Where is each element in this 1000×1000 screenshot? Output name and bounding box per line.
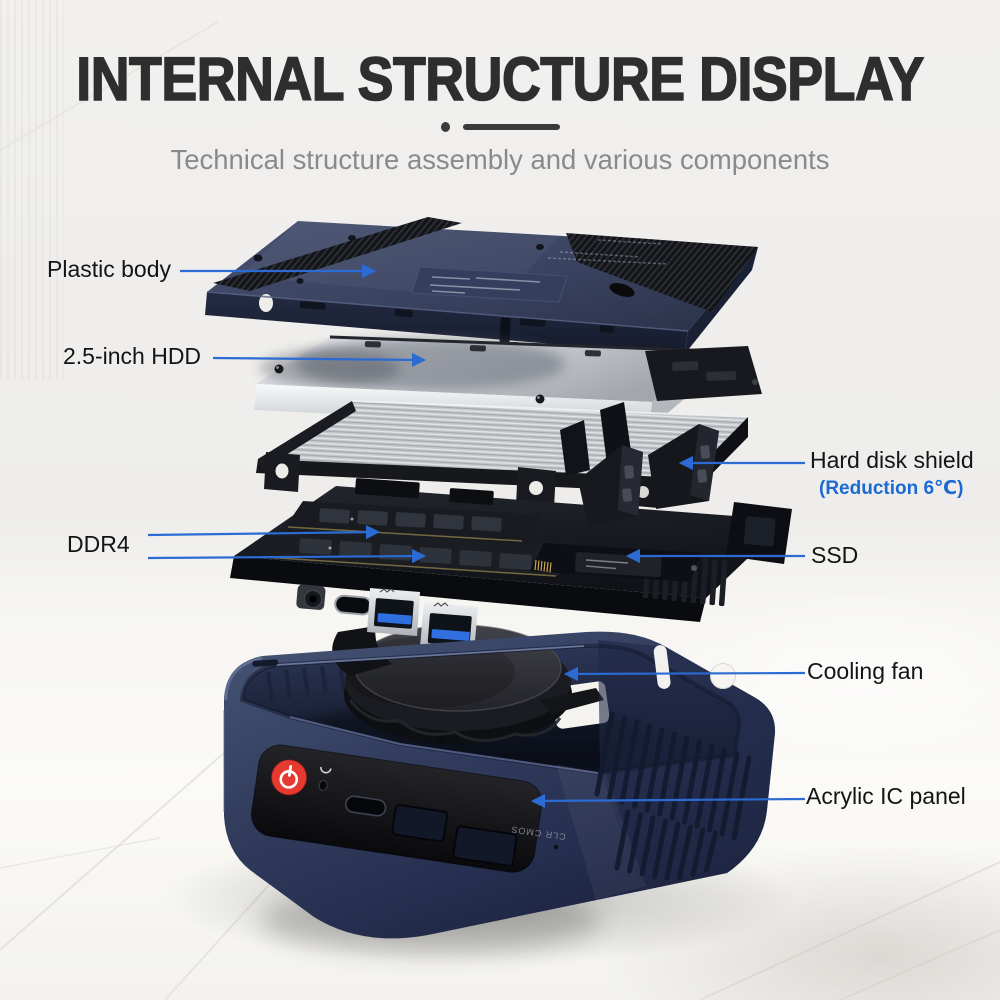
divider-dot-icon — [440, 122, 450, 132]
power-button — [271, 759, 308, 796]
mic-hole — [318, 766, 332, 792]
cover-print-lines — [429, 276, 541, 294]
usb-c-port-board — [334, 594, 373, 616]
leader-line-hdd — [212, 352, 427, 368]
leader-line-ddr4-a — [147, 525, 381, 540]
callout-acrylic-ic-panel: Acrylic IC panel — [806, 783, 966, 809]
cover-rim-notches — [299, 301, 614, 333]
usb-a-port-panel-1 — [391, 804, 449, 843]
ssd-gold-contacts — [534, 559, 552, 573]
title-divider — [0, 122, 1000, 132]
callout-hdd: 2.5-inch HDD — [63, 343, 202, 369]
callout-ddr4: DDR4 — [67, 531, 130, 557]
usb-a-port-board-2 — [420, 602, 478, 652]
top-cover — [205, 217, 758, 355]
side-vent-slats — [594, 711, 752, 881]
cover-grip-strip-left — [213, 217, 462, 291]
leader-line-acrylic-panel — [530, 793, 806, 809]
interior-vent-shadows — [266, 663, 346, 701]
callout-ssd: SSD — [811, 542, 859, 568]
rear-slot-cutout — [653, 645, 671, 689]
callout-plastic-body: Plastic body — [47, 256, 172, 282]
wall-texture — [0, 0, 64, 380]
callout-cooling-fan: Cooling fan — [807, 658, 924, 684]
front-panel — [250, 744, 543, 873]
hdd-tray-bracket — [645, 346, 762, 401]
cover-fine-print — [547, 239, 669, 265]
divider-bar-icon — [462, 124, 560, 130]
fan-blades-edge — [348, 699, 562, 743]
usb-a-port-panel-2 — [452, 825, 518, 867]
bottom-case: CLR CMOS — [223, 631, 776, 939]
leader-line-cooling-fan — [563, 666, 806, 682]
page-title: INTERNAL STRUCTURE DISPLAY — [76, 44, 925, 114]
usb-a-port-board-1 — [367, 588, 420, 636]
leader-line-ddr4-b — [147, 548, 427, 564]
hdd-clips — [364, 341, 601, 357]
front-io-ports — [296, 584, 478, 652]
callout-hard-disk-shield-note: (Reduction 6℃) — [819, 478, 964, 499]
side-hole — [710, 663, 736, 689]
cover-screw-holes — [253, 235, 544, 284]
callout-lines — [147, 263, 806, 809]
cover-label-plate — [411, 266, 568, 303]
board-rear-components — [355, 478, 494, 505]
usb-c-port-panel — [345, 795, 387, 817]
cover-rim-hole — [259, 294, 273, 312]
cover-grip-strip-right — [566, 233, 758, 312]
callout-hard-disk-shield: Hard disk shield — [810, 447, 974, 473]
mount-brackets — [560, 402, 719, 526]
page-subtitle: Technical structure assembly and various… — [170, 144, 830, 175]
clr-cmos-pinhole — [553, 844, 559, 850]
hdd-screws — [274, 364, 545, 404]
